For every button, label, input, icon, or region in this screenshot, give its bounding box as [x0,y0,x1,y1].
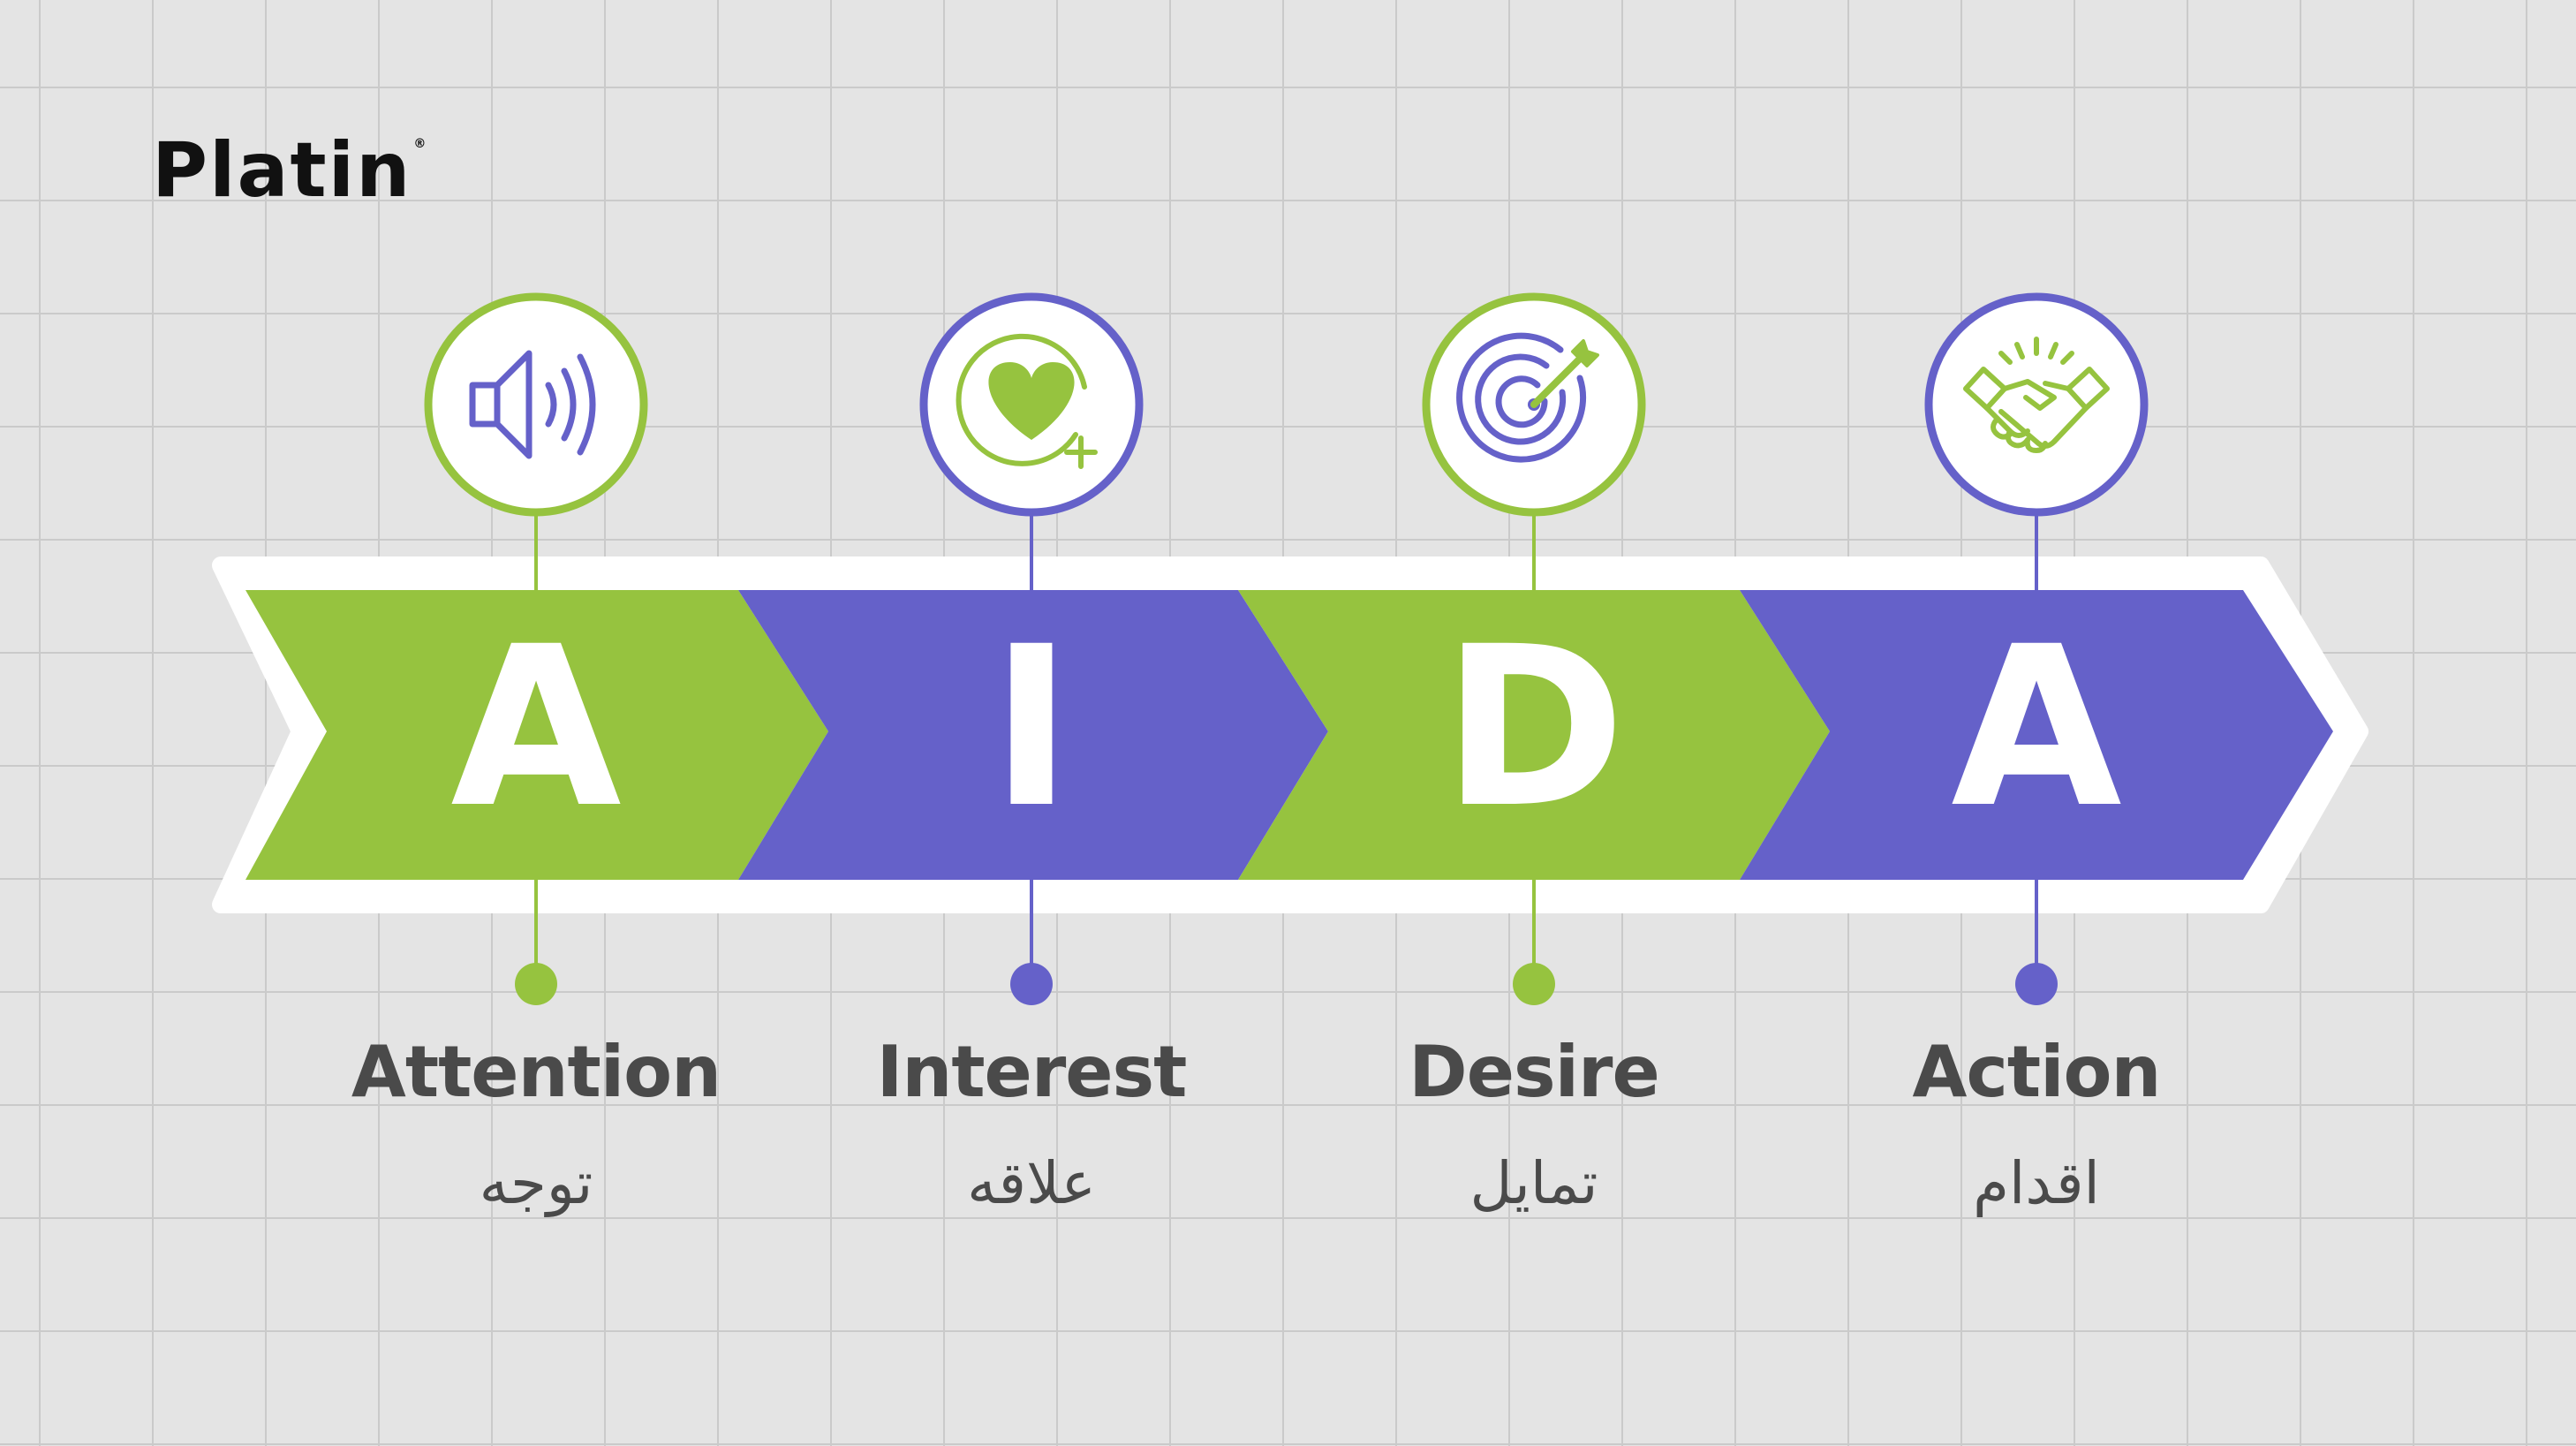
arrow-segment-action [1740,590,2333,880]
speaker-icon [469,350,596,459]
connector-dot-interest [1010,963,1053,1005]
stage-letter-interest: I [990,599,1072,856]
target-icon [1456,332,1599,463]
stage-title-action: Action [1912,1031,2162,1113]
stage-letter-desire: D [1442,599,1626,856]
stage-title-fa-interest: علاقه [967,1149,1096,1217]
stage-title-fa-desire: تمایل [1469,1149,1598,1217]
stage-letter-action: A [1951,599,2121,856]
stage-title-desire: Desire [1409,1031,1659,1113]
handshake-icon [1963,337,2110,453]
registered-mark: ® [413,137,428,151]
logo-text: Platin [152,126,412,215]
stage-title-fa-action: اقدام [1973,1149,2100,1217]
stage-title-interest: Interest [876,1031,1188,1113]
connector-dot-attention [515,963,557,1005]
icon-circle-attention [424,292,648,517]
connector-dot-desire [1513,963,1555,1005]
connector-dot-action [2015,963,2058,1005]
brand-logo: Platin® [152,132,427,208]
stage-letter-attention: A [450,599,621,856]
stage-title-attention: Attention [351,1031,721,1113]
arrow-segment-desire [1238,590,1830,880]
arrow-segment-attention [246,590,828,880]
stage-title-fa-attention: توجه [479,1149,593,1217]
heart-plus-icon [956,333,1098,469]
arrow-segment-interest [738,590,1328,880]
